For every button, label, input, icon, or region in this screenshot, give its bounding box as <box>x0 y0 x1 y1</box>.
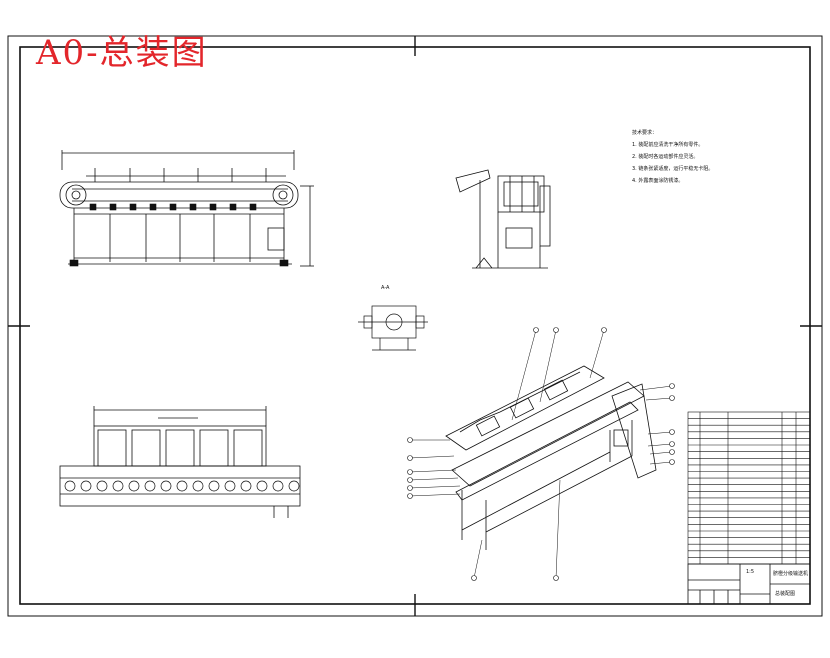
title-block <box>687 563 811 605</box>
section-view <box>358 305 428 351</box>
drawing-title: A0-总装图 <box>36 33 208 73</box>
title-block-name-line1: 脐橙分级输送机 <box>773 571 809 577</box>
side-view <box>455 169 551 269</box>
centering-marks <box>8 36 822 616</box>
front-view <box>59 150 314 267</box>
isometric-balloons <box>407 327 675 581</box>
title-block-name-line2: 总装配图 <box>775 591 796 597</box>
technical-note-2: 2. 装配时各运动部件应灵活。 <box>632 154 699 160</box>
top-view <box>59 406 301 518</box>
section-view-label: A-A <box>381 285 390 291</box>
front-view-chain <box>69 203 289 267</box>
isometric-view <box>445 365 657 550</box>
title-block-scale: 1:5 <box>746 569 755 575</box>
technical-notes-heading: 技术要求： <box>632 130 658 136</box>
technical-notes: 技术要求： 1. 装配前应清洗干净所有零件。 2. 装配时各运动部件应灵活。 3… <box>632 127 810 187</box>
technical-note-4: 4. 外露表面涂防锈漆。 <box>632 178 684 184</box>
technical-note-3: 3. 链条张紧适度，运行平稳无卡阻。 <box>632 166 714 172</box>
isometric-leaders <box>409 329 673 579</box>
technical-note-1: 1. 装配前应清洗干净所有零件。 <box>632 142 704 148</box>
top-view-rollers <box>64 480 300 492</box>
parts-list <box>687 411 811 565</box>
